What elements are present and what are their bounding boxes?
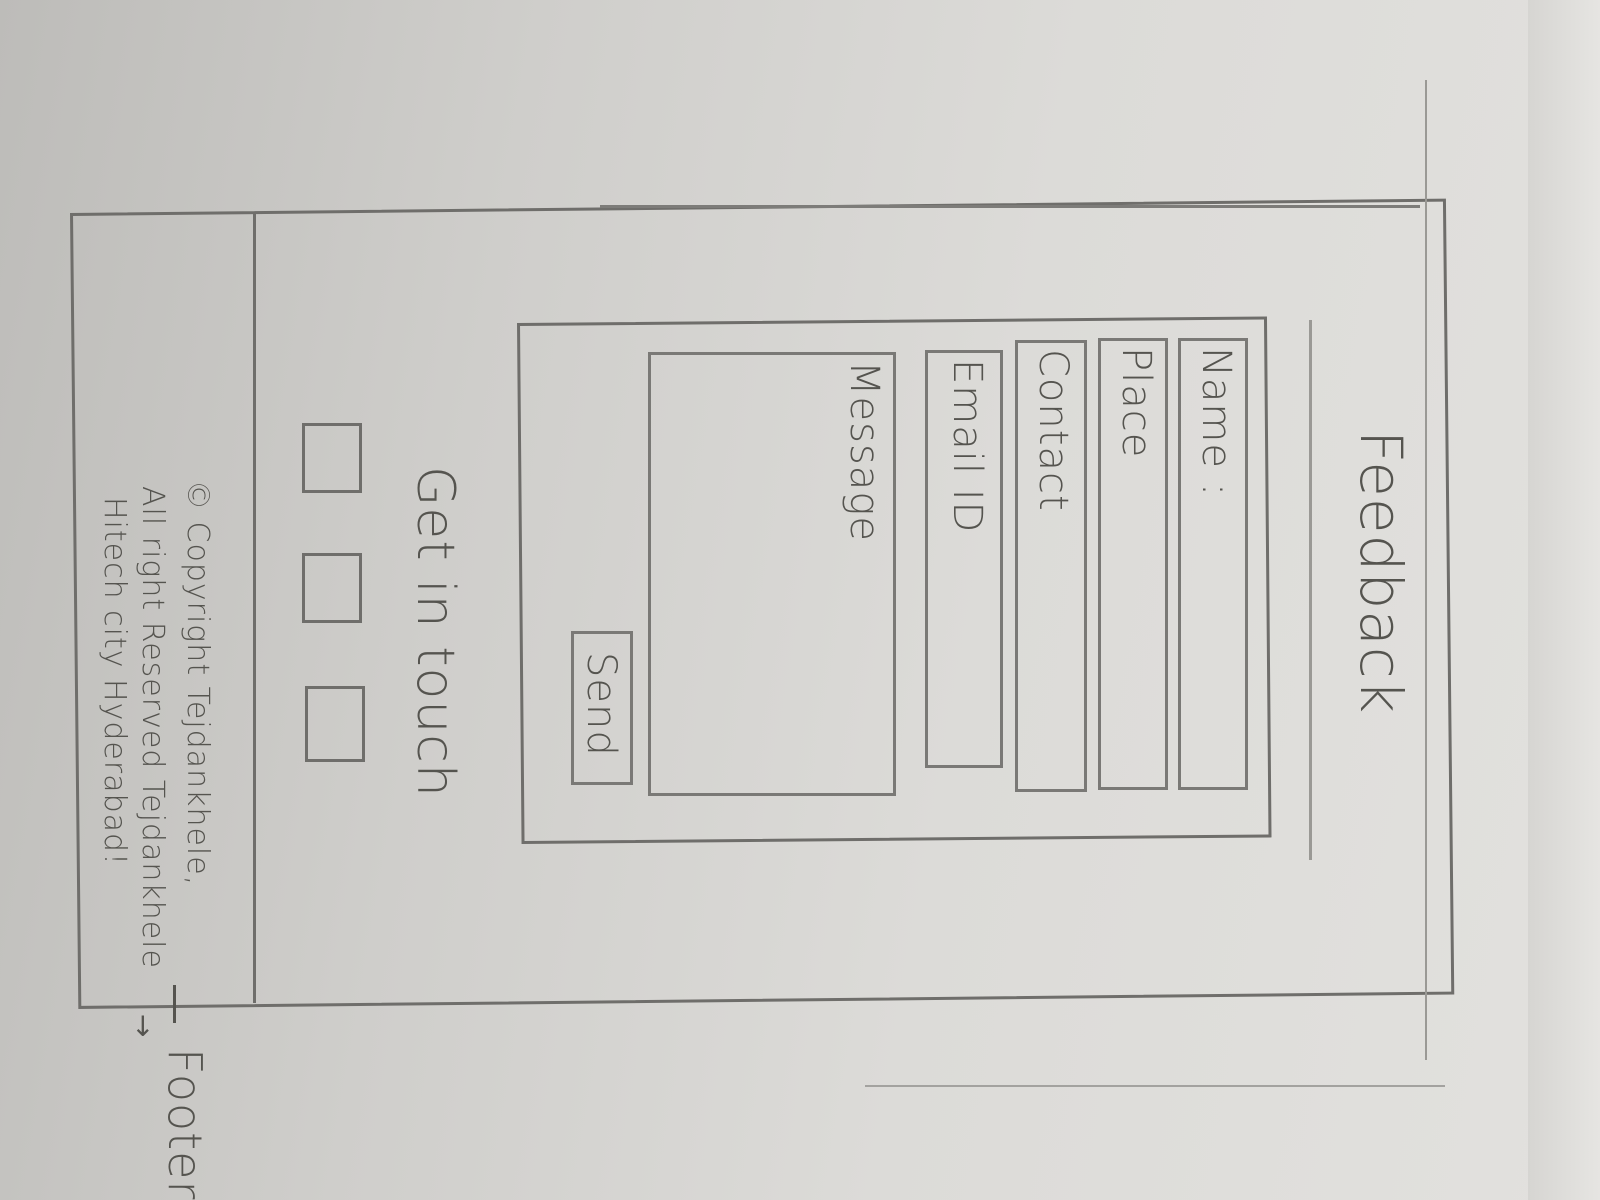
email-field-label: Email ID [944, 359, 990, 534]
margin-line [865, 1085, 1445, 1087]
place-field-label: Place [1113, 347, 1159, 459]
social-icon-3[interactable] [305, 686, 365, 762]
arrow-head-icon: → [127, 1014, 160, 1039]
footer-annotation: Footer [158, 1048, 212, 1200]
name-field-label: Name : [1193, 347, 1239, 498]
contact-field[interactable]: Contact [1015, 340, 1087, 792]
header-divider [1309, 320, 1312, 860]
page-title: Feedback [1347, 430, 1415, 715]
footer-divider [253, 213, 256, 1003]
social-icon-1[interactable] [302, 423, 362, 493]
get-in-touch-heading: Get in touch [405, 466, 465, 798]
send-button[interactable]: Send [571, 631, 633, 785]
paper-edge [1528, 0, 1600, 1200]
send-button-label: Send [578, 652, 624, 757]
social-icon-2[interactable] [302, 553, 362, 623]
copyright-line-1: © Copyright Tejdankhele, [180, 480, 215, 887]
annotation-arrow [173, 985, 176, 1023]
margin-line [1425, 80, 1427, 1060]
message-field-label: Message [841, 361, 887, 542]
email-field[interactable]: Email ID [925, 350, 1003, 768]
contact-field-label: Contact [1030, 349, 1076, 512]
copyright-line-2: All right Reserved Tejdankhele [135, 486, 170, 969]
place-field[interactable]: Place [1098, 338, 1168, 790]
message-field[interactable]: Message [648, 352, 896, 796]
name-field[interactable]: Name : [1178, 338, 1248, 790]
margin-line [600, 205, 1420, 208]
copyright-line-3: Hitech city Hyderabad! [97, 497, 132, 867]
